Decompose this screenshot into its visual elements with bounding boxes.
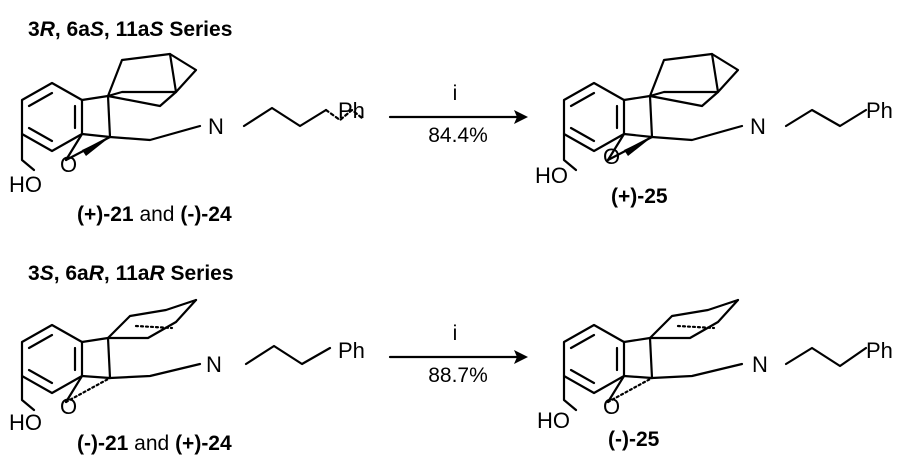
- atom-hydroxyl: HO: [537, 408, 570, 433]
- atom-oxygen: O: [603, 144, 620, 169]
- product-label-bottom: (-)-25: [608, 428, 660, 451]
- atom-nitrogen: N: [206, 352, 222, 377]
- atom-nitrogen: N: [752, 352, 768, 377]
- atom-oxygen: O: [60, 152, 77, 177]
- atom-nitrogen: N: [750, 114, 766, 139]
- series-header-bottom: 3S, 6aR, 11aR Series: [28, 262, 234, 285]
- atom-phenyl: Ph: [338, 98, 365, 123]
- sm-label-bottom: (-)-21 and (+)-24: [77, 432, 232, 455]
- series-header-top: 3R, 6aS, 11aS Series: [28, 18, 232, 41]
- atom-hydroxyl: HO: [9, 172, 42, 197]
- structure-starting-material-top: [20, 52, 364, 172]
- yield-bottom: 88.7%: [428, 364, 488, 387]
- atom-phenyl: Ph: [866, 338, 893, 363]
- structure-product-bottom: [562, 298, 868, 412]
- structure-starting-material-bottom: [20, 298, 332, 412]
- atom-nitrogen: N: [208, 114, 224, 139]
- atom-phenyl: Ph: [866, 98, 893, 123]
- atom-phenyl: Ph: [338, 338, 365, 363]
- reagent-top: i: [453, 82, 458, 105]
- structure-product-top: [562, 52, 868, 172]
- reaction-arrow-top: [388, 110, 528, 124]
- atom-oxygen: O: [603, 394, 620, 419]
- atom-hydroxyl: HO: [9, 410, 42, 435]
- reagent-bottom: i: [453, 322, 458, 345]
- product-label-top: (+)-25: [611, 185, 668, 208]
- reaction-arrow-bottom: [388, 350, 528, 364]
- sm-label-top: (+)-21 and (-)-24: [77, 203, 232, 226]
- atom-oxygen: O: [60, 394, 77, 419]
- atom-hydroxyl: HO: [535, 163, 568, 188]
- yield-top: 84.4%: [428, 124, 488, 147]
